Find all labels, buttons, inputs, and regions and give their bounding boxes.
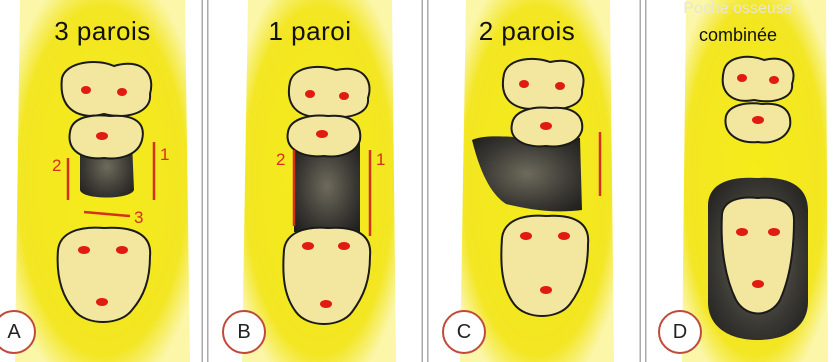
pulp-dot (117, 88, 127, 96)
pulp-dot (116, 246, 128, 254)
panel-divider (638, 0, 648, 362)
tooth-upper (503, 59, 584, 109)
pulp-dot (558, 232, 570, 240)
pulp-dot (555, 82, 565, 90)
wall-number: 1 (376, 150, 385, 170)
panel-b: 1 paroi 2 1 B (210, 0, 420, 362)
pulp-dot (769, 76, 779, 84)
wall-number: 3 (134, 208, 143, 228)
pulp-dot (96, 132, 108, 140)
pulp-dot (768, 228, 780, 236)
pulp-dot (96, 298, 108, 306)
pulp-dot (519, 80, 529, 88)
wall-number: 2 (52, 156, 61, 176)
panel-title: combinée (648, 25, 840, 46)
panel-divider (420, 0, 430, 362)
pulp-dot (752, 280, 764, 288)
pulp-dot (520, 232, 532, 240)
tooth-upper (289, 67, 370, 117)
panel-label: D (658, 310, 702, 354)
pulp-dot (737, 74, 747, 82)
panel-label: C (442, 310, 486, 354)
panel-divider (200, 0, 210, 362)
panel-a: 3 parois 2 1 3 A (0, 0, 205, 362)
wall-number: 2 (276, 150, 285, 170)
tooth-upper (723, 57, 794, 101)
pulp-dot (736, 228, 748, 236)
tooth-upper (62, 62, 152, 116)
pulp-dot (81, 86, 91, 94)
pulp-dot (78, 246, 90, 254)
pulp-dot (540, 122, 552, 130)
pulp-dot (339, 92, 349, 100)
pulp-dot (338, 242, 350, 250)
panel-c: 2 parois C (430, 0, 640, 362)
panel-b-drawing (210, 0, 420, 362)
pulp-dot (320, 300, 332, 308)
panel-c-drawing (430, 0, 640, 362)
pulp-dot (305, 90, 315, 98)
wall-number: 1 (160, 145, 169, 165)
pulp-dot (302, 242, 314, 250)
panel-a-drawing (0, 0, 205, 362)
panel-title-top: Poche osseuse (648, 0, 840, 18)
panel-d-drawing (648, 0, 840, 362)
panel-title: 1 paroi (210, 16, 420, 47)
pulp-dot (540, 286, 552, 294)
panel-title: 3 parois (0, 16, 205, 47)
panel-d: Poche osseuse combinée D (648, 0, 840, 362)
panel-label: B (222, 310, 266, 354)
pulp-dot (316, 130, 328, 138)
panel-title: 2 parois (430, 16, 640, 47)
pulp-dot (752, 116, 764, 124)
